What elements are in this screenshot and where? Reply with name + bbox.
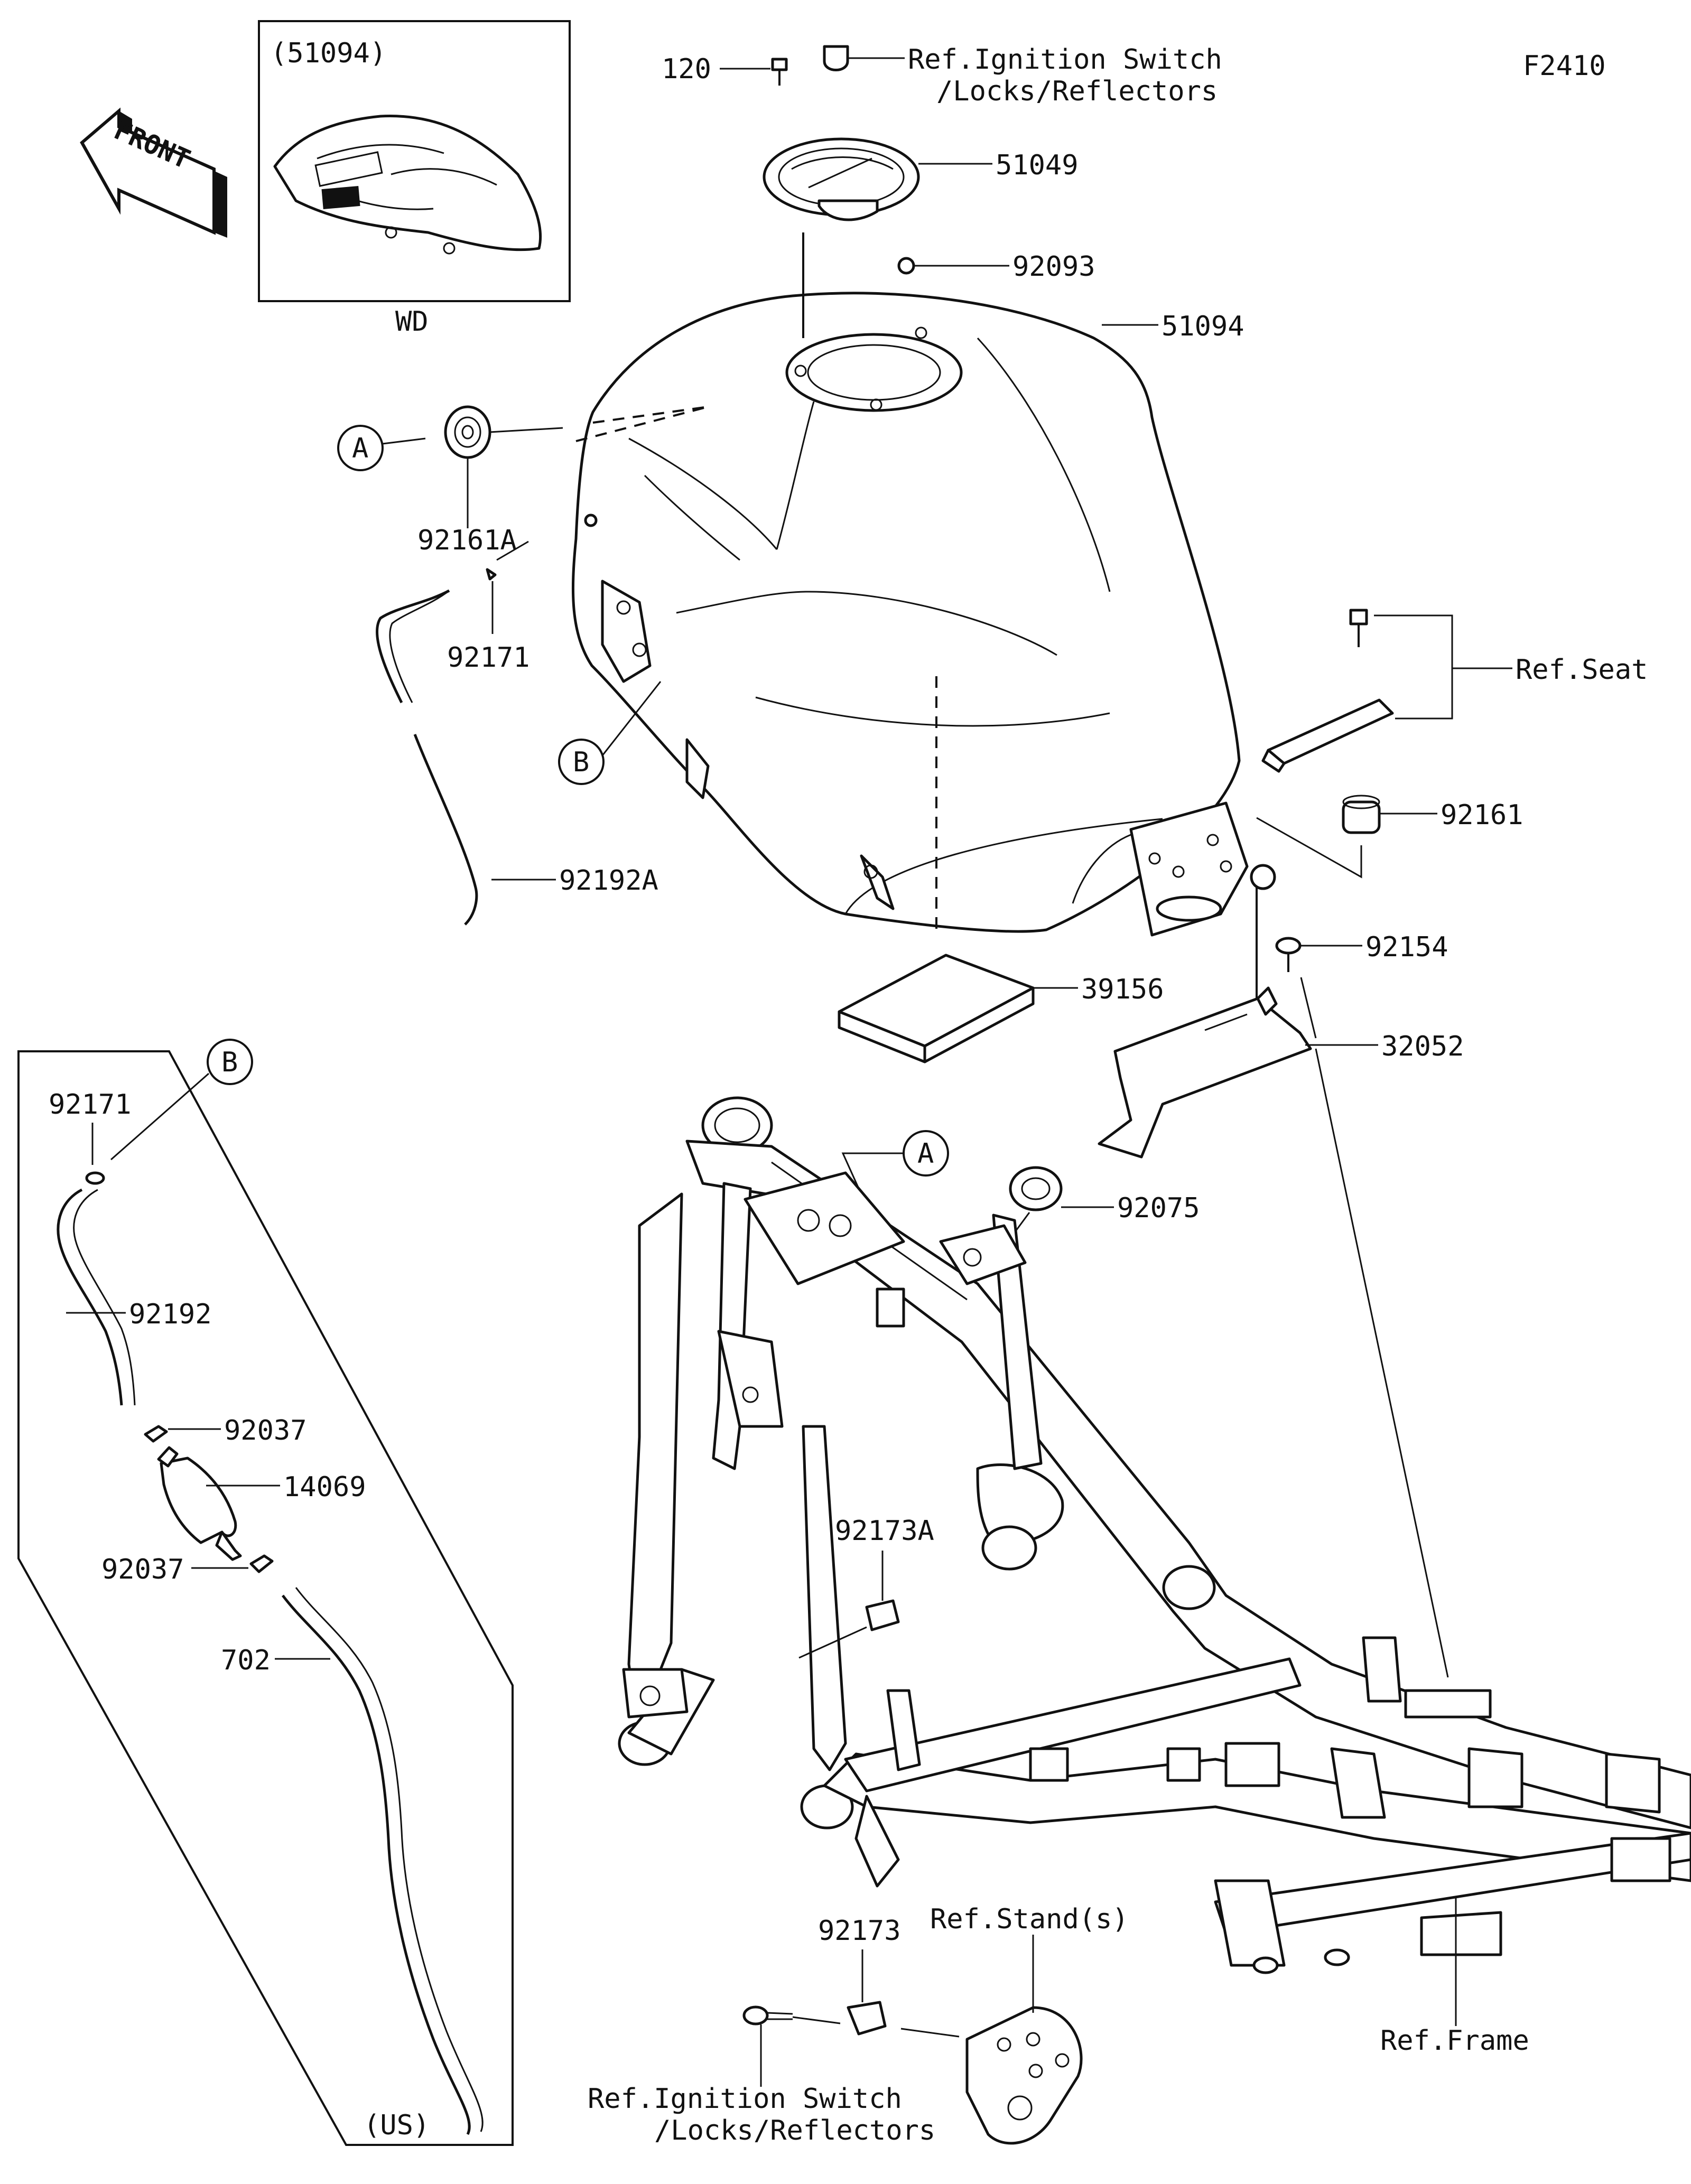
svg-text:A: A	[917, 1138, 934, 1170]
damper-92161	[1342, 795, 1381, 834]
us-box-frame	[17, 1050, 514, 2146]
callout-b-us: B	[207, 1039, 253, 1085]
ref-frame: Ref.Frame	[1380, 2025, 1529, 2057]
callout-b-left: B	[558, 739, 605, 785]
diagram-code: F2410	[1523, 50, 1606, 82]
label-92075: 92075	[1117, 1192, 1200, 1224]
inset-tank-drawing	[273, 115, 542, 255]
us-label-92192: 92192	[129, 1299, 212, 1330]
label-39156: 39156	[1081, 974, 1164, 1005]
label-92161: 92161	[1441, 799, 1523, 831]
label-92192A: 92192A	[559, 865, 658, 897]
inset-tank-variant: (51094) WD	[258, 20, 571, 338]
us-clip-92171	[85, 1171, 105, 1185]
fuel-tank-51094	[571, 292, 1276, 937]
us-clamp-92037-bottom	[249, 1554, 274, 1573]
grommet-92161A	[444, 405, 491, 459]
inset-caption: WD	[395, 306, 429, 338]
us-label-702: 702	[221, 1645, 271, 1676]
label-51049: 51049	[996, 150, 1079, 181]
ref-ignition-bottom-1: Ref.Ignition Switch	[588, 2083, 902, 2115]
svg-text:A: A	[352, 433, 368, 464]
label-92173: 92173	[818, 1915, 901, 1947]
seat-bracket	[1261, 698, 1394, 773]
clip-92171-top	[486, 568, 497, 581]
bolt-120	[771, 58, 788, 86]
us-label-92037-bottom: 92037	[101, 1554, 184, 1585]
callout-a-frame: A	[903, 1130, 949, 1177]
tank-rear-bracket	[1129, 801, 1276, 937]
stand-bracket	[965, 2006, 1083, 2145]
us-filter-14069	[157, 1446, 242, 1561]
us-clamp-92037-top	[144, 1425, 168, 1443]
us-hose-92192	[57, 1188, 136, 1406]
damper-92075	[1009, 1166, 1063, 1211]
ignition-key-cylinder	[823, 45, 849, 71]
ref-seat: Ref.Seat	[1516, 654, 1648, 686]
label-92161A: 92161A	[417, 525, 517, 556]
seat-bolt	[1349, 609, 1368, 647]
bracket-32052	[1098, 986, 1312, 1159]
label-92093: 92093	[1012, 251, 1095, 283]
svg-text:B: B	[221, 1047, 238, 1078]
motorcycle-frame	[618, 1096, 1691, 1974]
pad-39156	[838, 954, 1035, 1063]
label-92171-top: 92171	[447, 642, 530, 674]
us-variant-box: B 92171 92192 92037 14069 92037	[17, 1039, 514, 2146]
hose-92192A	[376, 589, 478, 926]
callout-a-left: A	[337, 425, 384, 471]
ref-ignition-bottom-2: /Locks/Reflectors	[654, 2115, 935, 2146]
label-32052: 32052	[1381, 1031, 1464, 1062]
ref-ignition-top-1: Ref.Ignition Switch	[908, 44, 1222, 76]
us-region-label: (US)	[364, 2110, 430, 2141]
fuel-filler-cap-51049	[763, 137, 920, 221]
inset-title: (51094)	[271, 38, 386, 69]
bolt-ref-ignition-bottom	[742, 2005, 793, 2026]
front-arrow-icon: FRONT	[80, 107, 227, 238]
clip-92173A	[865, 1599, 900, 1631]
svg-text:B: B	[573, 746, 589, 778]
clip-92173	[847, 2001, 887, 2036]
tank-side-mount	[601, 580, 895, 910]
us-label-14069: 14069	[283, 1471, 366, 1503]
nut-92093	[897, 257, 915, 275]
ref-ignition-top-2: /Locks/Reflectors	[936, 76, 1218, 107]
us-label-92037-top: 92037	[224, 1415, 307, 1446]
ref-stands: Ref.Stand(s)	[930, 1903, 1129, 1935]
label-120: 120	[662, 53, 711, 85]
us-label-92171: 92171	[49, 1089, 132, 1121]
us-hose-702	[282, 1587, 484, 2135]
label-51094: 51094	[1162, 311, 1244, 342]
screw-92154	[1275, 937, 1302, 972]
label-92173A: 92173A	[835, 1515, 934, 1547]
label-92154: 92154	[1365, 931, 1448, 963]
